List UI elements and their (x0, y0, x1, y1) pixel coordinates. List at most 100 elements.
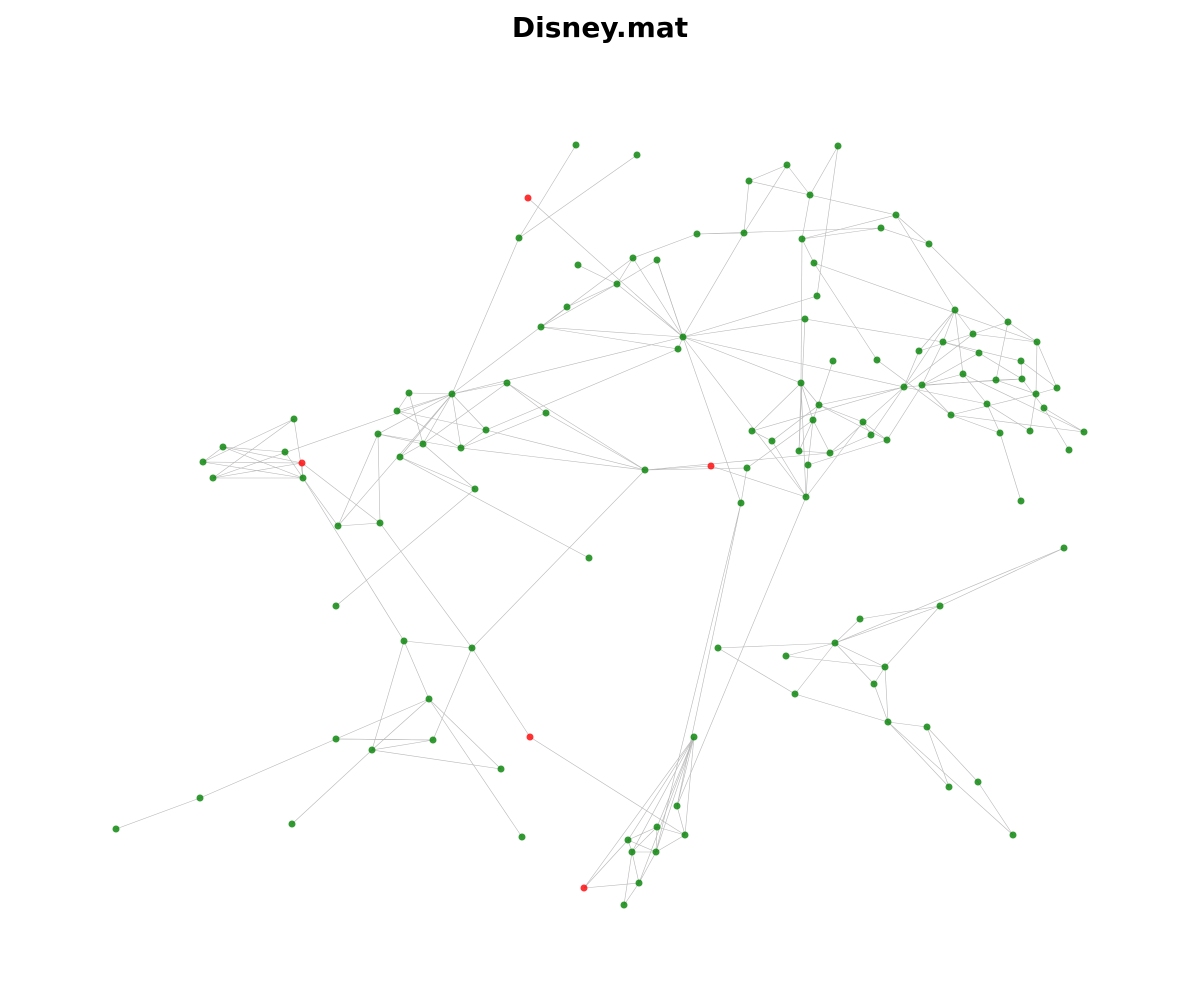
normal-node (797, 379, 805, 387)
normal-node (209, 474, 217, 482)
graph-edge (812, 419, 831, 454)
normal-node (400, 637, 408, 645)
normal-node (620, 901, 628, 909)
graph-edge (291, 749, 373, 825)
graph-edge (903, 350, 920, 388)
graph-edge (545, 412, 646, 471)
graph-edge (954, 309, 974, 335)
normal-node (334, 522, 342, 530)
graph-edge (950, 414, 1085, 433)
graph-edge (962, 373, 1085, 433)
graph-edge (518, 144, 577, 239)
graph-edge (684, 736, 695, 836)
graph-edge (813, 262, 878, 361)
normal-node (281, 448, 289, 456)
graph-edge (895, 214, 930, 245)
graph-edge (800, 382, 807, 498)
normal-node (457, 444, 465, 452)
normal-node (542, 409, 550, 417)
graph-edge (335, 738, 434, 741)
anomaly-node (580, 884, 588, 892)
graph-edge (403, 640, 430, 700)
graph-edge (631, 826, 658, 853)
normal-node (497, 765, 505, 773)
graph-edge (800, 382, 820, 406)
graph-edge (682, 318, 806, 338)
graph-edge (506, 382, 646, 471)
graph-edge (451, 382, 508, 395)
normal-node (635, 879, 643, 887)
normal-node (804, 461, 812, 469)
graph-edge (451, 336, 684, 395)
graph-edge (798, 419, 814, 452)
normal-node (196, 794, 204, 802)
graph-edge (644, 467, 748, 471)
graph-edge (632, 233, 698, 259)
graph-edge (212, 393, 453, 479)
graph-edge (212, 462, 303, 479)
graph-edge (807, 419, 814, 466)
normal-node (791, 690, 799, 698)
graph-edge (335, 698, 430, 740)
graph-edge (540, 326, 684, 338)
normal-node (992, 376, 1000, 384)
normal-node (681, 831, 689, 839)
normal-node (585, 554, 593, 562)
graph-edge (399, 393, 453, 458)
graph-edge (638, 851, 657, 884)
graph-edge (743, 180, 750, 234)
normal-node (925, 240, 933, 248)
normal-node (714, 644, 722, 652)
graph-edge (676, 736, 695, 807)
normal-node (633, 151, 641, 159)
graph-edge (301, 462, 381, 524)
graph-edge (656, 259, 684, 338)
normal-node (690, 733, 698, 741)
graph-edge (335, 488, 476, 607)
graph-edge (794, 642, 836, 695)
graph-edge (928, 243, 1009, 323)
graph-edge (540, 326, 679, 350)
graph-edge (396, 393, 453, 412)
graph-edge (202, 461, 304, 479)
graph-edge (396, 410, 462, 449)
graph-edge (371, 640, 405, 751)
graph-edge (627, 826, 658, 841)
normal-node (1009, 831, 1017, 839)
graph-edge (926, 726, 979, 783)
normal-node (892, 211, 900, 219)
graph-edge (485, 348, 679, 431)
graph-edge (942, 309, 956, 343)
normal-node (674, 345, 682, 353)
graph-edge (1043, 407, 1085, 433)
graph-edge (399, 456, 590, 559)
graph-edge (999, 432, 1022, 502)
graph-edge (451, 393, 462, 449)
normal-node (974, 778, 982, 786)
normal-node (652, 848, 660, 856)
graph-edge (834, 642, 886, 668)
normal-node (915, 347, 923, 355)
graph-edge (903, 333, 974, 388)
normal-node (425, 695, 433, 703)
normal-node (951, 306, 959, 314)
graph-edge (880, 227, 930, 245)
graph-edge (800, 238, 803, 384)
graph-edge (829, 434, 872, 454)
graph-edge (302, 477, 339, 527)
normal-node (332, 735, 340, 743)
normal-node (939, 338, 947, 346)
normal-node (831, 639, 839, 647)
graph-edge (471, 647, 531, 738)
graph-edge (986, 403, 1001, 434)
graph-edge (903, 386, 988, 405)
graph-edge (1029, 393, 1037, 432)
graph-edge (627, 839, 657, 853)
normal-node (867, 431, 875, 439)
graph-edge (801, 214, 897, 240)
normal-node (1026, 427, 1034, 435)
graph-edge (785, 642, 836, 657)
graph-edge (818, 404, 888, 441)
graph-edge (798, 450, 831, 454)
